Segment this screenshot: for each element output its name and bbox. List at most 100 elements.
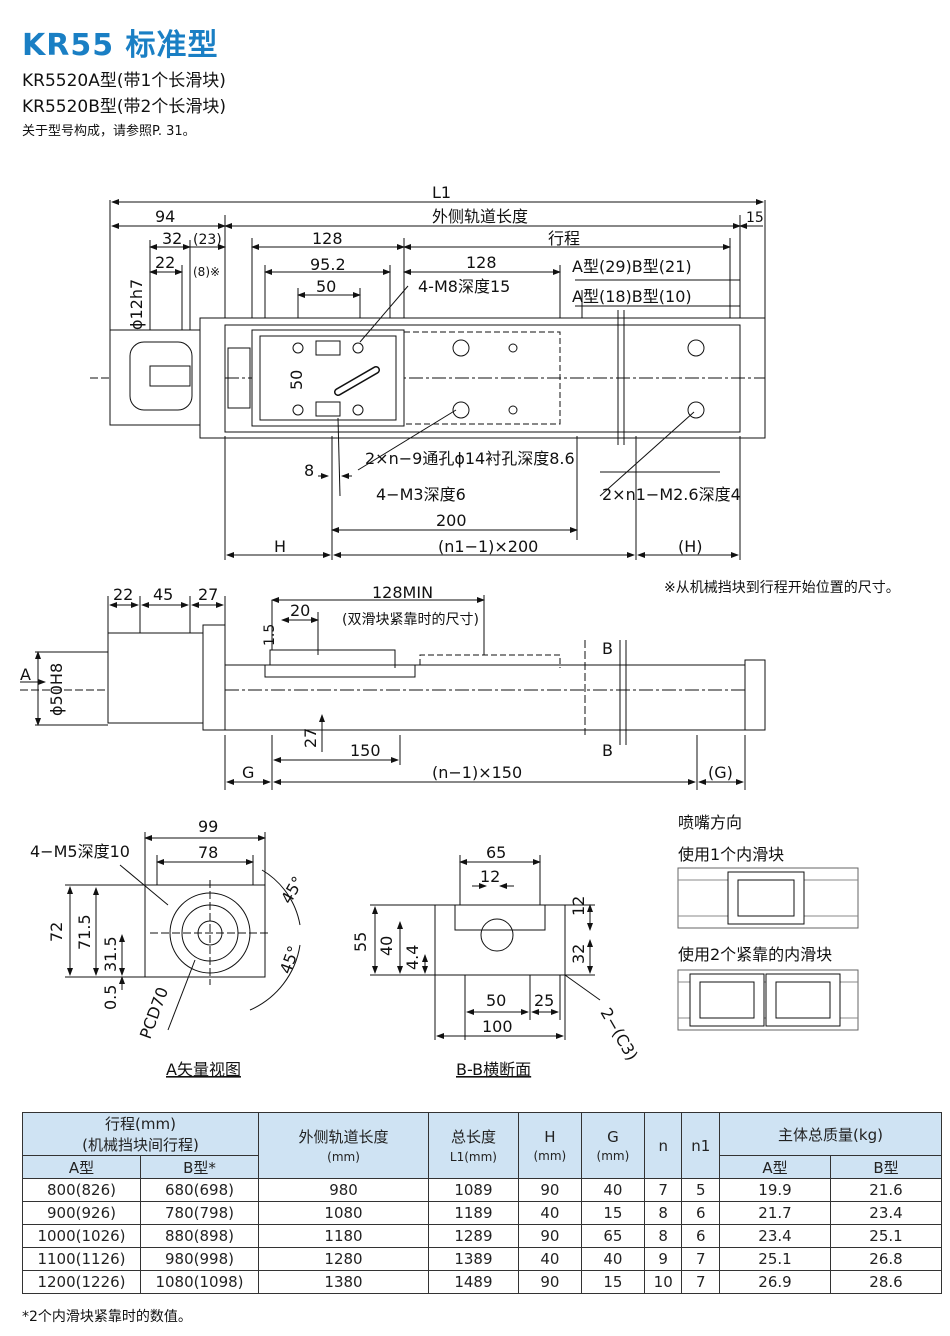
a-view-caption: A矢量视图 (166, 1060, 241, 1079)
label-128min: 128MIN (372, 583, 433, 602)
table-cell: 26.8 (830, 1247, 942, 1271)
th-n: n (643, 1112, 683, 1179)
label-150: 150 (350, 741, 381, 760)
label-side-15: 1.5 (262, 624, 278, 646)
label-50-a: 50 (316, 277, 336, 296)
table-cell: 21.6 (830, 1178, 942, 1202)
label-m5: 4−M5深度10 (30, 842, 130, 861)
table-cell: 8 (643, 1201, 683, 1225)
th-n1: n1 (681, 1112, 720, 1179)
table-cell: 6 (681, 1224, 720, 1248)
label-side-27b: 27 (301, 728, 320, 748)
label-05: 0.5 (101, 985, 120, 1010)
label-23: (23) (193, 232, 222, 248)
table-cell: 1189 (428, 1201, 519, 1225)
label-bb-32: 32 (569, 944, 588, 964)
th-H: H(mm) (517, 1112, 582, 1179)
table-cell: 1200(1226) (22, 1270, 141, 1294)
table-cell: 1080(1098) (140, 1270, 259, 1294)
label-72: 72 (47, 922, 66, 942)
label-pcd: PCD70 (136, 985, 172, 1042)
table-cell: 1489 (428, 1270, 519, 1294)
label-78: 78 (198, 843, 218, 862)
table-cell: 1389 (428, 1247, 519, 1271)
label-bb-55: 55 (351, 932, 370, 952)
label-99: 99 (198, 817, 218, 836)
table-cell: 19.9 (719, 1178, 831, 1202)
label-50-b: 50 (287, 370, 306, 390)
label-n1-m26: 2×n1−M2.6深度4 (602, 485, 741, 504)
th-type-a: A型 (22, 1155, 141, 1179)
drawing-canvas: L1 94 外侧轨道长度 15 32 (23) 128 行程 22 (8)※ 9… (20, 183, 900, 1079)
table-cell: 800(826) (22, 1178, 141, 1202)
slider-2 (403, 331, 561, 425)
table-cell: 9 (643, 1247, 683, 1271)
label-bb-12: 12 (480, 867, 500, 886)
table-cell: 1000(1026) (22, 1224, 141, 1248)
label-94: 94 (155, 207, 175, 226)
table-cell: 26.9 (719, 1270, 831, 1294)
label-bb-25: 25 (534, 991, 554, 1010)
nozzle-one-label: 使用1个内滑块 (678, 845, 784, 864)
label-B-top: B (602, 639, 613, 658)
label-15: 15 (746, 210, 764, 226)
table-cell: 1080 (257, 1201, 430, 1225)
table-cell: 1100(1126) (22, 1247, 141, 1271)
label-32: 32 (162, 229, 182, 248)
label-a29b21: A型(29)B型(21) (572, 257, 692, 276)
table-cell: 90 (517, 1178, 582, 1202)
table-cell: 65 (580, 1224, 645, 1248)
table-cell: 15 (580, 1201, 645, 1225)
table-cell: 28.6 (830, 1270, 942, 1294)
label-bb-12b: 12 (569, 896, 588, 916)
model-a-line: KR5520A型(带1个长滑块) (22, 71, 226, 91)
label-m3: 4−M3深度6 (376, 485, 466, 504)
table-cell: 25.1 (830, 1224, 942, 1248)
label-H: H (274, 537, 286, 556)
table-cell: 5 (681, 1178, 720, 1202)
label-side-27: 27 (198, 585, 218, 604)
th-outer: 外侧轨道长度(mm) (257, 1112, 430, 1179)
table-cell: 7 (681, 1247, 720, 1271)
label-B-bottom: B (602, 741, 613, 760)
label-bb-100: 100 (482, 1017, 513, 1036)
label-side-22: 22 (113, 585, 133, 604)
table-cell: 90 (517, 1270, 582, 1294)
th-stroke: 行程(mm)(机械挡块间行程) (22, 1112, 259, 1156)
th-type-b: B型* (140, 1155, 259, 1179)
label-bb-44: 4.4 (403, 945, 422, 970)
slider-1 (251, 329, 405, 427)
table-cell: 8 (643, 1224, 683, 1248)
label-315: 31.5 (101, 936, 120, 972)
nozzle-two-label: 使用2个紧靠的内滑块 (678, 945, 832, 964)
table-cell: 980 (257, 1178, 430, 1202)
bb-view-caption: B-B横断面 (456, 1060, 531, 1079)
table-cell: 1380 (257, 1270, 430, 1294)
label-128-b: 128 (466, 253, 497, 272)
table-cell: 23.4 (830, 1201, 942, 1225)
table-cell: 23.4 (719, 1224, 831, 1248)
label-outer-rail: 外侧轨道长度 (432, 207, 528, 226)
reference-note: 关于型号构成，请参照P. 31。 (22, 124, 196, 139)
label-45-a: 45° (277, 873, 308, 907)
table-cell: 15 (580, 1270, 645, 1294)
table-cell: 880(898) (140, 1224, 259, 1248)
label-note: ※从机械挡块到行程开始位置的尺寸。 (664, 580, 900, 596)
table-cell: 40 (580, 1247, 645, 1271)
table-cell: 25.1 (719, 1247, 831, 1271)
label-L1: L1 (432, 183, 451, 202)
th-mass-a: A型 (719, 1155, 831, 1179)
label-50h8: ϕ50H8 (47, 663, 66, 716)
table-cell: 40 (517, 1247, 582, 1271)
table-cell: 7 (643, 1178, 683, 1202)
label-715: 71.5 (75, 914, 94, 950)
label-H-paren: (H) (678, 537, 703, 556)
page-title: KR55 标准型 (22, 28, 219, 63)
label-12h7: ϕ12h7 (127, 279, 146, 330)
